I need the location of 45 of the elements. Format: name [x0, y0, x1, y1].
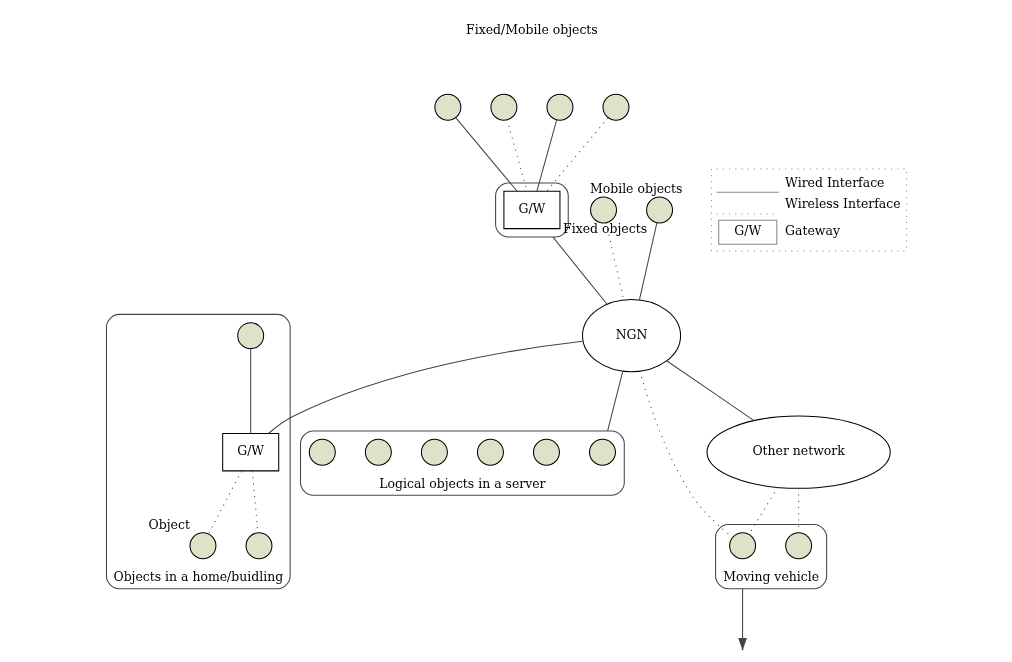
legend-label: Wireless Interface	[784, 196, 901, 212]
connector	[454, 117, 517, 192]
cluster	[105, 313, 291, 590]
legend-label: Wired Interface	[784, 174, 884, 190]
node-box: G/W	[221, 433, 279, 472]
node-label: Objects in a home/buidling	[112, 569, 283, 585]
connector	[535, 119, 557, 192]
connector	[606, 370, 623, 432]
node-circle	[784, 532, 812, 560]
node-ellipse: NGN	[581, 299, 681, 373]
node-circle	[476, 438, 504, 466]
node-box: G/W	[502, 190, 560, 230]
connector	[638, 370, 733, 538]
connector	[638, 222, 657, 301]
node-circle	[589, 196, 617, 224]
connector	[665, 360, 754, 422]
node-label: Logical objects in a server	[378, 475, 546, 491]
connector	[551, 236, 607, 305]
node-circle	[728, 532, 756, 560]
node-label: Moving vehicle	[722, 569, 819, 585]
node-circle	[602, 93, 629, 121]
node-circle	[188, 532, 216, 560]
cluster	[714, 523, 827, 590]
label: G/W	[733, 223, 761, 239]
node-circle	[489, 93, 517, 121]
node-ellipse: Other network	[706, 415, 891, 489]
node-label: Object	[148, 517, 190, 533]
node-circle	[645, 196, 673, 224]
label: Fixed/Mobile objects	[465, 22, 598, 38]
node-circle	[433, 93, 461, 121]
node-circle	[308, 438, 336, 466]
node-circle	[236, 322, 264, 350]
node-circle	[364, 438, 392, 466]
connector	[267, 340, 583, 434]
node-circle	[545, 93, 573, 121]
node-circle	[420, 438, 448, 466]
connector	[747, 486, 778, 535]
legend-label: Gateway	[784, 223, 840, 239]
node-circle	[532, 438, 560, 466]
node-circle	[588, 438, 616, 466]
connector	[249, 348, 251, 434]
cluster	[299, 430, 625, 496]
node-circle	[245, 532, 272, 560]
node-label: Mobile objects	[589, 181, 682, 197]
node-label: Fixed objects	[562, 220, 647, 236]
